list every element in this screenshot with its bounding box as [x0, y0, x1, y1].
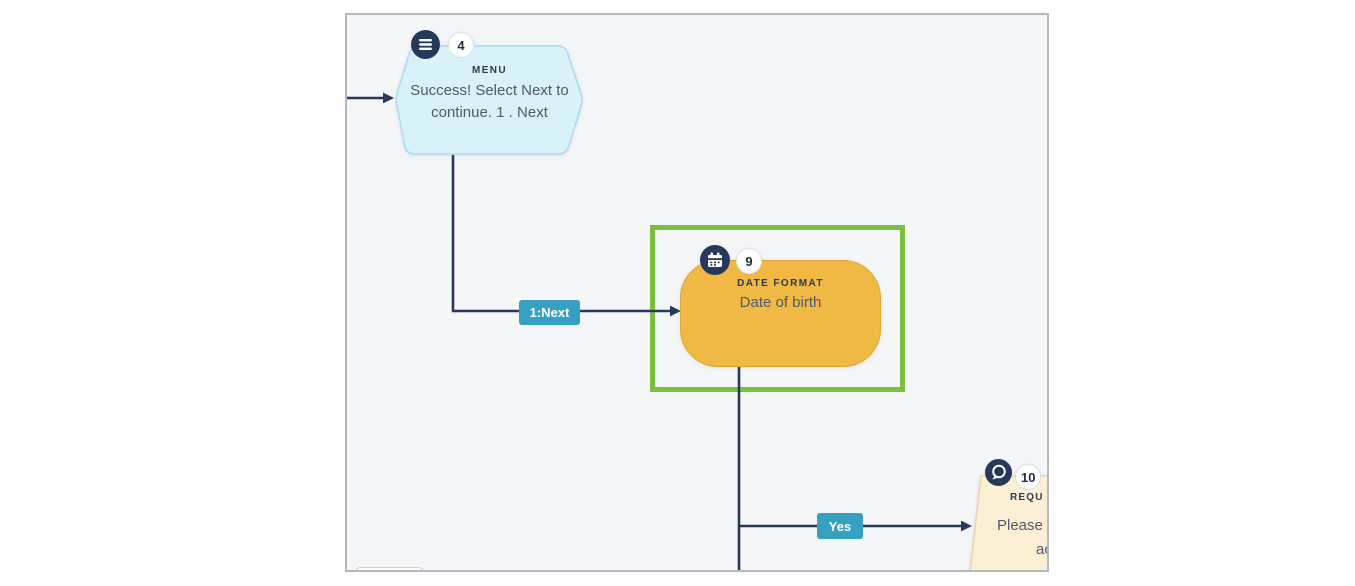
node-type-label: REQU — [1010, 492, 1044, 503]
node-type-label: MENU — [471, 65, 508, 76]
arrowhead-into-menu — [383, 92, 394, 104]
node-menu[interactable]: 4 MENU Success! Select Next to continue.… — [394, 30, 585, 155]
canvas-control-partial[interactable] — [354, 567, 425, 570]
node-number-badge[interactable]: 4 — [448, 32, 474, 58]
chat-bubble-icon — [985, 459, 1012, 486]
hamburger-menu-icon — [411, 30, 440, 59]
flow-canvas[interactable]: 4 MENU Success! Select Next to continue.… — [345, 13, 1049, 572]
calendar-icon — [700, 245, 730, 275]
node-text-line: Please — [997, 517, 1043, 534]
node-number-badge[interactable]: 10 — [1015, 464, 1042, 490]
node-text: Success! Select Next to continue. 1 . Ne… — [410, 82, 569, 121]
menu-node-shape — [395, 45, 583, 155]
edge-menu-to-date — [451, 155, 671, 313]
edge-label-yes[interactable]: Yes — [817, 513, 863, 539]
node-text-line: ac — [1036, 541, 1047, 558]
node-text: Date of birth — [739, 294, 822, 311]
node-request[interactable]: 10 REQU Please ac — [969, 459, 1047, 570]
edge-label-1next[interactable]: 1:Next — [519, 300, 580, 325]
node-type-label: DATE FORMAT — [737, 278, 824, 289]
node-date-format[interactable]: 9 DATE FORMAT Date of birth — [680, 245, 881, 367]
node-number-badge[interactable]: 9 — [736, 248, 762, 274]
